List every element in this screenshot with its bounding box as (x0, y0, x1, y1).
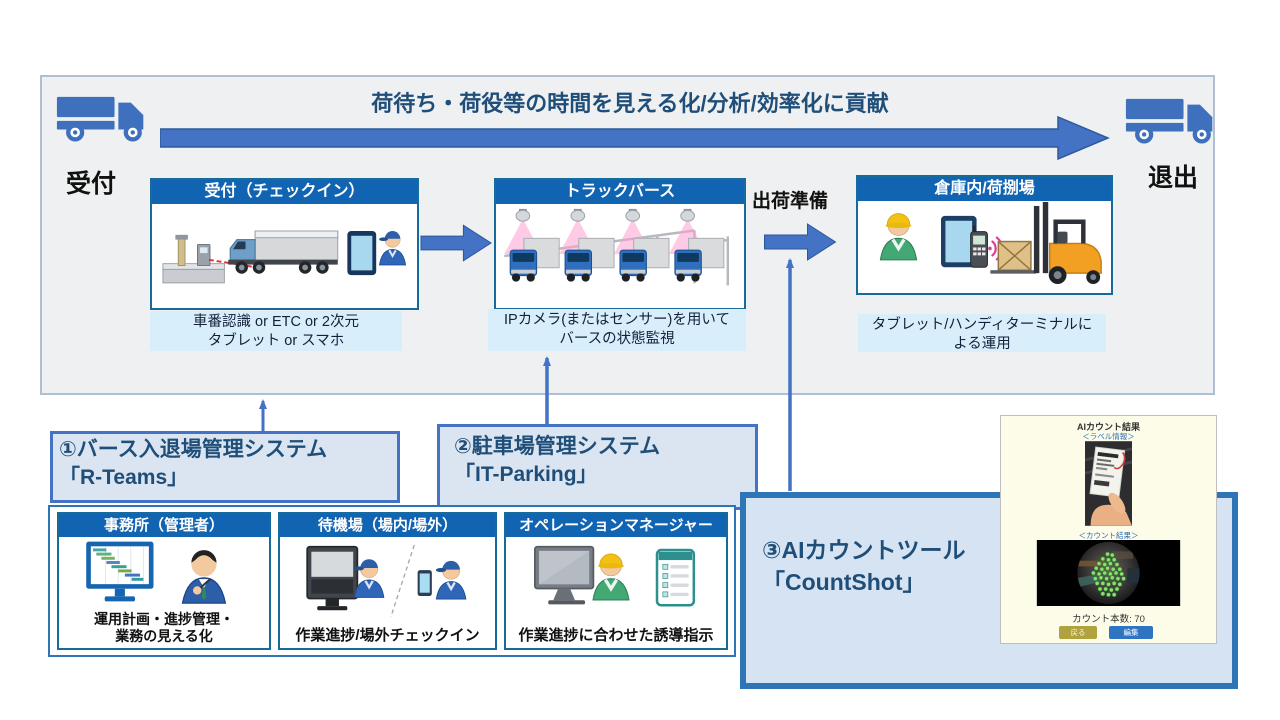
role-waiting-caption: 作業進捗/場外チェックイン (295, 627, 480, 644)
ship-prep-label: 出荷準備 (752, 191, 829, 212)
entry-label: 受付 (66, 170, 117, 198)
stage-warehouse-header: 倉庫内/荷捌場 (858, 177, 1111, 201)
berth-scene-icon (504, 208, 730, 286)
office-scene-icon (86, 541, 227, 604)
role-office-caption: 運用計画・進捗管理・ 業務の見える化 (94, 611, 234, 645)
countshot-count-section: ＜カウント結果＞ (1078, 531, 1139, 540)
truck-icon (1125, 98, 1213, 144)
role-opmanager-caption: 作業進捗に合わせた誘導指示 (518, 627, 714, 644)
waiting-scene-icon (306, 544, 467, 618)
role-office-header: 事務所（管理者） (59, 514, 269, 537)
stage-checkin-header: 受付（チェックイン） (152, 180, 417, 204)
count-value-text: カウント本数: 70 (1072, 614, 1145, 625)
warehouse-caption: タブレット/ハンディターミナルに よる運用 (858, 314, 1106, 352)
checkin-scene-icon (162, 230, 407, 284)
main-flow-arrow (160, 116, 1110, 160)
truck-icon (56, 96, 144, 142)
exit-label: 退出 (1148, 164, 1199, 192)
roles-container: 事務所（管理者） 運用計画・進捗管理・ 業務の見える化 待機場（場内/場外） (48, 505, 736, 657)
stage-truck-berth-header: トラックバース (496, 180, 744, 204)
system-r-teams-box: ①バース入退場管理システム 「R-Teams」 (50, 431, 400, 503)
warehouse-scene-icon (878, 202, 1102, 285)
system-it-parking-box: ②駐車場管理システム 「IT-Parking」 (437, 424, 758, 510)
edit-button: 編集 (1109, 626, 1153, 639)
checkin-to-berth-arrow (420, 224, 492, 262)
label-photo (1085, 441, 1132, 526)
role-opmanager-header: オペレーションマネージャー (506, 514, 726, 537)
countshot-label-section: ＜ラベル情報＞ (1082, 432, 1135, 441)
role-office-box: 事務所（管理者） 運用計画・進捗管理・ 業務の見える化 (57, 512, 271, 650)
banner-title: 荷待ち・荷役等の時間を見える化/分析/効率化に貢献 (371, 91, 889, 116)
opmanager-scene-icon (534, 545, 696, 607)
countshot-screenshot-panel: AIカウント結果 ＜ラベル情報＞ ＜カウント結果＞ (1000, 415, 1217, 644)
role-waiting-box: 待機場（場内/場外） 作業進捗/場外チェックイン (278, 512, 497, 650)
stage-warehouse-box: 倉庫内/荷捌場 (856, 175, 1113, 295)
berth-caption: IPカメラ(またはセンサー)を用いて バースの状態監視 (488, 309, 746, 351)
checkin-caption: 車番認識 or ETC or 2次元 タブレット or スマホ (150, 311, 402, 351)
back-button: 戻る (1059, 626, 1097, 639)
stage-truck-berth-box: トラックバース (494, 178, 746, 310)
count-result-photo (1036, 540, 1181, 606)
stage-checkin-box: 受付（チェックイン） (150, 178, 419, 310)
countshot-title: AIカウント結果 (1076, 422, 1140, 432)
berth-to-warehouse-arrow (764, 223, 837, 261)
role-waiting-header: 待機場（場内/場外） (280, 514, 495, 537)
role-opmanager-box: オペレーションマネージャー 作業進捗に合わせた誘導指示 (504, 512, 728, 650)
